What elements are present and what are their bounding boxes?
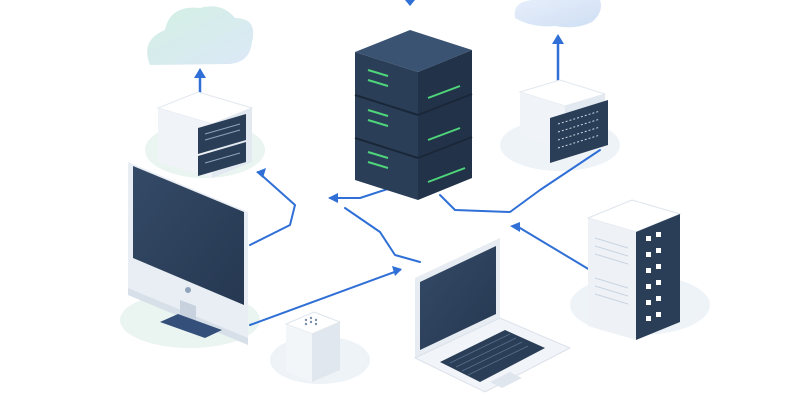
desktop-monitor-icon (128, 162, 248, 345)
arrowhead-storage-left (256, 168, 266, 178)
line-tower-to-server (519, 227, 591, 271)
line-server-to-tower (439, 149, 601, 213)
line-monitor-to-router (249, 269, 401, 326)
upload-arrow-left (194, 68, 206, 96)
arrowhead-server-left (328, 193, 338, 203)
arrowhead-tower (510, 222, 520, 232)
cloud-icon (147, 6, 254, 65)
upload-arrow-right (552, 34, 564, 82)
server-tower-icon (586, 199, 682, 340)
arrowhead-router (392, 266, 402, 276)
storage-server-icon (518, 79, 608, 163)
server-rack-icon (354, 0, 473, 200)
storage-server-icon (156, 91, 254, 178)
router-icon (284, 311, 342, 382)
cloud-icon (514, 0, 601, 28)
arrowheads (256, 168, 520, 276)
line-server-to-laptop (344, 207, 421, 263)
line-monitor-to-storage-left (249, 171, 296, 246)
laptop-icon (413, 238, 572, 393)
